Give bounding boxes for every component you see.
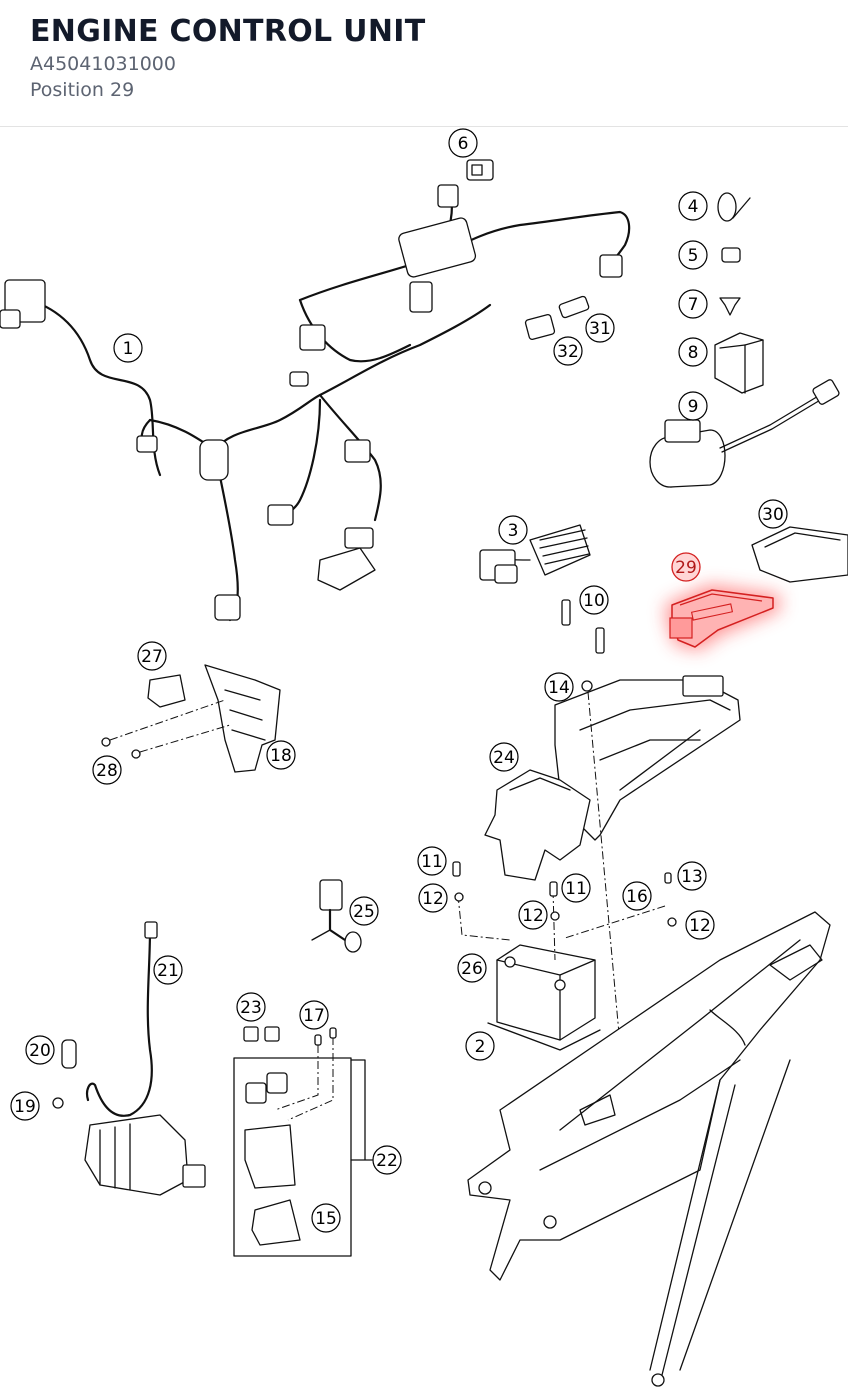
callout-24[interactable]: 24 [489,742,519,772]
svg-text:12: 12 [522,906,544,926]
svg-text:24: 24 [493,748,515,768]
callout-23[interactable]: 23 [236,992,266,1022]
callout-13[interactable]: 13 [677,861,707,891]
ecu-cover-part-30 [751,526,848,583]
svg-text:13: 13 [681,867,703,887]
callout-28[interactable]: 28 [92,755,122,785]
callout-26[interactable]: 26 [457,953,487,983]
callout-10-upper[interactable]: 10 [579,585,609,615]
svg-text:29: 29 [675,558,697,578]
callout-15[interactable]: 15 [311,1203,341,1233]
svg-text:23: 23 [240,998,262,1018]
callout-25[interactable]: 25 [349,896,379,926]
svg-text:5: 5 [688,246,699,266]
rear-frame [467,911,831,1387]
relay-box-part-22 [233,1026,373,1257]
callout-12-right[interactable]: 12 [685,910,715,940]
bolts-10 [561,599,605,654]
small-parts-column [649,192,840,488]
svg-text:21: 21 [157,961,179,981]
fasteners-19-20 [52,1039,77,1109]
callout-7[interactable]: 7 [678,289,708,319]
callout-19[interactable]: 19 [10,1091,40,1121]
svg-text:16: 16 [626,887,648,907]
svg-text:30: 30 [762,505,784,525]
svg-text:3: 3 [508,521,519,541]
svg-text:8: 8 [688,343,699,363]
callout-11-left[interactable]: 11 [417,846,447,876]
svg-text:7: 7 [688,295,699,315]
starter-motor-part-21 [84,921,206,1196]
callout-27[interactable]: 27 [137,641,167,671]
svg-text:32: 32 [557,342,579,362]
battery-box-part-24 [484,675,741,881]
callout-22[interactable]: 22 [372,1145,402,1175]
callout-3[interactable]: 3 [498,515,528,545]
svg-text:18: 18 [270,746,292,766]
starter-relay-part-25 [311,879,362,953]
svg-text:12: 12 [689,916,711,936]
svg-text:14: 14 [548,678,570,698]
callout-11-right[interactable]: 11 [561,873,591,903]
svg-text:28: 28 [96,761,118,781]
svg-text:6: 6 [458,134,469,154]
connector-part-6 [466,159,494,181]
svg-text:2: 2 [475,1037,486,1057]
callout-32[interactable]: 32 [553,336,583,366]
wiring-harness [0,184,631,622]
svg-text:25: 25 [353,902,375,922]
svg-text:20: 20 [29,1041,51,1061]
callout-1[interactable]: 1 [113,333,143,363]
callout-31[interactable]: 31 [585,313,615,343]
svg-text:31: 31 [589,319,611,339]
header: ENGINE CONTROL UNIT A45041031000 Positio… [0,0,848,127]
callout-12-middle[interactable]: 12 [518,900,548,930]
callout-29-highlighted[interactable]: 29 [671,552,701,582]
exploded-parts-diagram: 1 2 3 4 5 6 7 8 9 10 11 11 12 12 12 13 1… [0,128,848,1387]
svg-text:19: 19 [14,1097,36,1117]
callout-18[interactable]: 18 [266,740,296,770]
page-title: ENGINE CONTROL UNIT [30,14,426,49]
svg-text:9: 9 [688,397,699,417]
callout-9[interactable]: 9 [678,391,708,421]
highlighted-part-29 [665,585,780,650]
svg-text:15: 15 [315,1209,337,1229]
callout-21[interactable]: 21 [153,955,183,985]
part-number: A45041031000 [30,53,176,75]
callout-8[interactable]: 8 [678,337,708,367]
callout-30[interactable]: 30 [758,499,788,529]
svg-text:17: 17 [303,1006,325,1026]
svg-text:11: 11 [421,852,443,872]
callout-17[interactable]: 17 [299,1000,329,1030]
callout-20[interactable]: 20 [25,1035,55,1065]
connectors-31-32 [524,295,590,340]
callout-12-left[interactable]: 12 [418,883,448,913]
callout-5[interactable]: 5 [678,240,708,270]
svg-text:11: 11 [565,879,587,899]
svg-text:10: 10 [583,591,605,611]
svg-text:26: 26 [461,959,483,979]
callout-4[interactable]: 4 [678,191,708,221]
callout-6[interactable]: 6 [448,128,478,158]
svg-text:1: 1 [123,339,134,359]
callout-14[interactable]: 14 [544,672,574,702]
svg-text:27: 27 [141,647,163,667]
position-label: Position 29 [30,79,135,101]
svg-text:22: 22 [376,1151,398,1171]
callout-16[interactable]: 16 [622,881,652,911]
callout-2[interactable]: 2 [465,1031,495,1061]
battery-part-26 [452,861,677,1051]
svg-text:4: 4 [688,197,699,217]
voltage-regulator [479,524,591,584]
svg-text:12: 12 [422,889,444,909]
bracket-assembly [101,664,281,773]
callouts: 1 2 3 4 5 6 7 8 9 10 11 11 12 12 12 13 1… [10,128,788,1233]
